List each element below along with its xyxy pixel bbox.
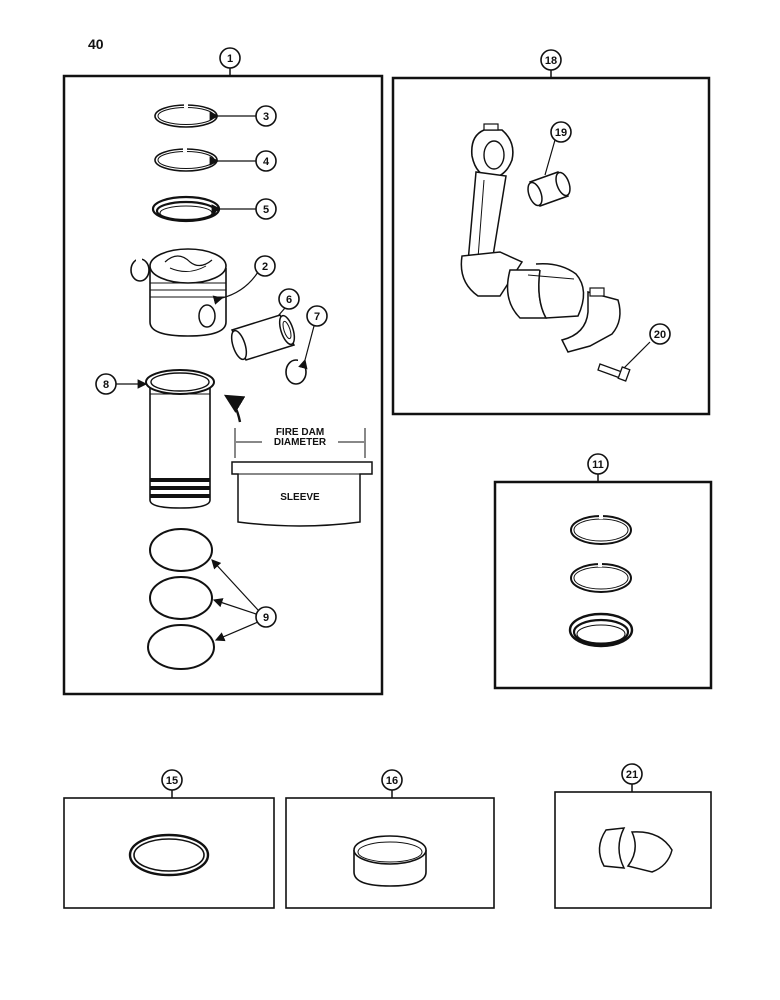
oil-control-ring [151, 195, 221, 223]
piston [149, 248, 227, 337]
svg-text:3: 3 [263, 111, 269, 123]
rod-bearing-shells [506, 262, 585, 319]
callout-2: 2 [254, 255, 276, 277]
diameter-label: DIAMETER [274, 437, 327, 448]
svg-text:4: 4 [263, 156, 270, 168]
svg-text:6: 6 [286, 294, 292, 306]
callout-20: 20 [649, 323, 671, 345]
callout-5: 5 [255, 198, 277, 220]
callout-19: 19 [550, 121, 572, 143]
panel-piston-liner-kit: FIRE DAM DIAMETER SLEEVE [62, 68, 384, 696]
piston-ring-second [154, 147, 218, 172]
o-ring-set [147, 528, 215, 670]
piston-ring-top [154, 103, 218, 128]
svg-text:18: 18 [545, 55, 557, 67]
svg-text:11: 11 [592, 459, 604, 471]
callout-3: 3 [255, 105, 277, 127]
svg-text:7: 7 [314, 311, 320, 323]
callout-15: 15 [161, 769, 183, 791]
svg-text:1: 1 [227, 53, 233, 65]
cylinder-sleeve [145, 369, 215, 509]
page-number: 40 [88, 36, 104, 52]
snap-ring-left [130, 258, 150, 282]
callout-1: 1 [219, 47, 241, 69]
svg-text:9: 9 [263, 612, 269, 624]
svg-text:8: 8 [103, 379, 109, 391]
callout-8: 8 [95, 373, 117, 395]
callout-7: 7 [306, 305, 328, 327]
panel-ring-15 [63, 790, 275, 909]
panel-band-16 [285, 790, 495, 909]
callout-9: 9 [255, 606, 277, 628]
connecting-rod-bolt [597, 363, 631, 382]
callout-18: 18 [540, 49, 562, 71]
callout-21: 21 [621, 763, 643, 785]
callout-16: 16 [381, 769, 403, 791]
connecting-rod-cap [560, 287, 621, 353]
svg-text:2: 2 [262, 261, 268, 273]
svg-text:21: 21 [626, 769, 638, 781]
svg-text:15: 15 [166, 775, 178, 787]
piston-pin [230, 314, 296, 361]
svg-text:20: 20 [654, 329, 666, 341]
piston-pin-bushing [527, 171, 571, 207]
callout-6: 6 [278, 288, 300, 310]
panel-connecting-rod [391, 70, 711, 416]
snap-ring-right [285, 359, 307, 385]
fire-dam-dimension: FIRE DAM DIAMETER [234, 427, 366, 458]
connecting-rod [460, 123, 524, 297]
fire-dam-label: FIRE DAM [276, 427, 324, 438]
sleeve-label: SLEEVE [280, 492, 320, 503]
sleeve-cross-section: SLEEVE [231, 461, 373, 527]
panel-bearing-21 [554, 784, 712, 909]
callout-4: 4 [255, 150, 277, 172]
svg-text:16: 16 [386, 775, 398, 787]
svg-text:19: 19 [555, 127, 567, 139]
callout-11: 11 [587, 453, 609, 475]
panel-piston-ring-set [493, 474, 713, 690]
svg-text:5: 5 [263, 204, 269, 216]
